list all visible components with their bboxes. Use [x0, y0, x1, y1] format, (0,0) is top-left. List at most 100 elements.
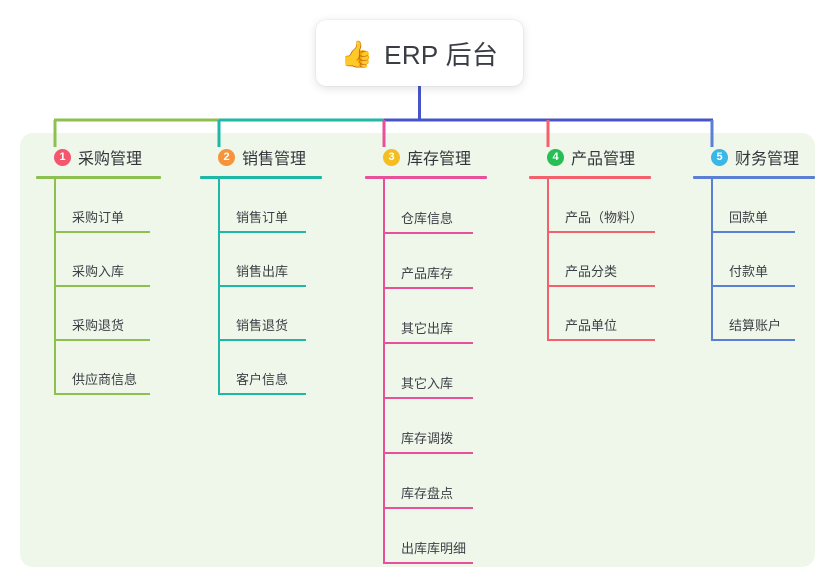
leaf-item[interactable]: 客户信息 [218, 341, 322, 395]
leaf-stem [711, 179, 713, 233]
branch-rule-4 [529, 176, 651, 179]
leaf-underline [383, 507, 473, 509]
thumbs-up-icon: 👍 [340, 39, 374, 69]
branch-header-2[interactable]: 2 销售管理 [200, 144, 322, 170]
leaf-item[interactable]: 出库库明细 [383, 509, 487, 564]
leaf-item-label: 采购退货 [72, 318, 125, 333]
leaf-item-label: 结算账户 [729, 318, 782, 333]
leaf-item[interactable]: 付款单 [711, 233, 815, 287]
leaf-item[interactable]: 销售订单 [218, 179, 322, 233]
leaf-underline [54, 285, 150, 287]
leaf-item[interactable]: 其它出库 [383, 289, 487, 344]
leaf-item[interactable]: 产品单位 [547, 287, 655, 341]
branch-title-1: 采购管理 [78, 151, 143, 168]
leaf-stem [54, 287, 56, 341]
leaf-item-label: 库存盘点 [401, 486, 454, 501]
leaf-underline [383, 232, 473, 234]
leaf-item[interactable]: 产品分类 [547, 233, 655, 287]
branch-title-2: 销售管理 [242, 151, 307, 168]
branch-rule-2 [200, 176, 322, 179]
leaf-underline [383, 397, 473, 399]
leaf-item[interactable]: 采购订单 [54, 179, 161, 233]
leaf-underline [218, 393, 306, 395]
branch-items-3: 仓库信息产品库存其它出库其它入库库存调拨库存盘点出库库明细 [383, 179, 487, 564]
leaf-item-label: 产品（物料） [565, 210, 644, 225]
leaf-item[interactable]: 仓库信息 [383, 179, 487, 234]
leaf-underline [218, 285, 306, 287]
leaf-item-label: 库存调拨 [401, 431, 454, 446]
leaf-stem [218, 179, 220, 233]
leaf-item[interactable]: 供应商信息 [54, 341, 161, 395]
branch-badge-1: 1 [54, 148, 71, 166]
branch-rule-1 [36, 176, 161, 179]
leaf-item[interactable]: 回款单 [711, 179, 815, 233]
branch-badge-4: 4 [547, 148, 564, 166]
root-node[interactable]: 👍 ERP 后台 [316, 20, 523, 86]
leaf-item[interactable]: 库存调拨 [383, 399, 487, 454]
leaf-item[interactable]: 产品库存 [383, 234, 487, 289]
leaf-item[interactable]: 库存盘点 [383, 454, 487, 509]
leaf-stem [383, 344, 385, 399]
diagram-panel [20, 133, 815, 567]
leaf-item-label: 采购订单 [72, 210, 125, 225]
leaf-underline [54, 231, 150, 233]
leaf-item-label: 采购入库 [72, 264, 125, 279]
leaf-item[interactable]: 产品（物料） [547, 179, 655, 233]
leaf-item[interactable]: 其它入库 [383, 344, 487, 399]
branch-badge-2: 2 [218, 148, 235, 166]
branch-header-1[interactable]: 1 采购管理 [36, 144, 161, 170]
leaf-item[interactable]: 采购入库 [54, 233, 161, 287]
branch-badge-3: 3 [383, 148, 400, 166]
leaf-item[interactable]: 销售退货 [218, 287, 322, 341]
leaf-underline [54, 393, 150, 395]
leaf-stem [54, 179, 56, 233]
leaf-stem [711, 287, 713, 341]
leaf-item-label: 产品分类 [565, 264, 618, 279]
branch-badge-5: 5 [711, 148, 728, 166]
leaf-item-label: 出库库明细 [401, 541, 467, 556]
leaf-item-label: 客户信息 [236, 372, 289, 387]
leaf-stem [383, 509, 385, 564]
leaf-underline [547, 231, 655, 233]
leaf-item-label: 仓库信息 [401, 211, 454, 226]
leaf-underline [547, 285, 655, 287]
leaf-item-label: 产品单位 [565, 318, 618, 333]
leaf-underline [383, 342, 473, 344]
leaf-stem [711, 233, 713, 287]
branch-rule-5 [693, 176, 815, 179]
leaf-underline [711, 339, 795, 341]
leaf-stem [547, 179, 549, 233]
leaf-item[interactable]: 采购退货 [54, 287, 161, 341]
leaf-underline [547, 339, 655, 341]
branch-column-2: 2 销售管理销售订单销售出库销售退货客户信息 [200, 144, 322, 395]
leaf-underline [711, 285, 795, 287]
leaf-underline [383, 452, 473, 454]
leaf-item-label: 销售退货 [236, 318, 289, 333]
leaf-stem [383, 179, 385, 234]
leaf-underline [383, 287, 473, 289]
leaf-underline [218, 339, 306, 341]
leaf-item-label: 产品库存 [401, 266, 454, 281]
leaf-item-label: 供应商信息 [72, 372, 138, 387]
leaf-underline [711, 231, 795, 233]
leaf-stem [547, 233, 549, 287]
branch-column-1: 1 采购管理采购订单采购入库采购退货供应商信息 [36, 144, 161, 395]
branch-items-1: 采购订单采购入库采购退货供应商信息 [54, 179, 161, 395]
leaf-stem [383, 289, 385, 344]
leaf-item[interactable]: 销售出库 [218, 233, 322, 287]
leaf-underline [54, 339, 150, 341]
branch-items-4: 产品（物料） 产品分类产品单位 [547, 179, 655, 341]
leaf-stem [383, 399, 385, 454]
leaf-item[interactable]: 结算账户 [711, 287, 815, 341]
leaf-stem [54, 341, 56, 395]
leaf-stem [218, 233, 220, 287]
leaf-stem [383, 234, 385, 289]
leaf-stem [383, 454, 385, 509]
